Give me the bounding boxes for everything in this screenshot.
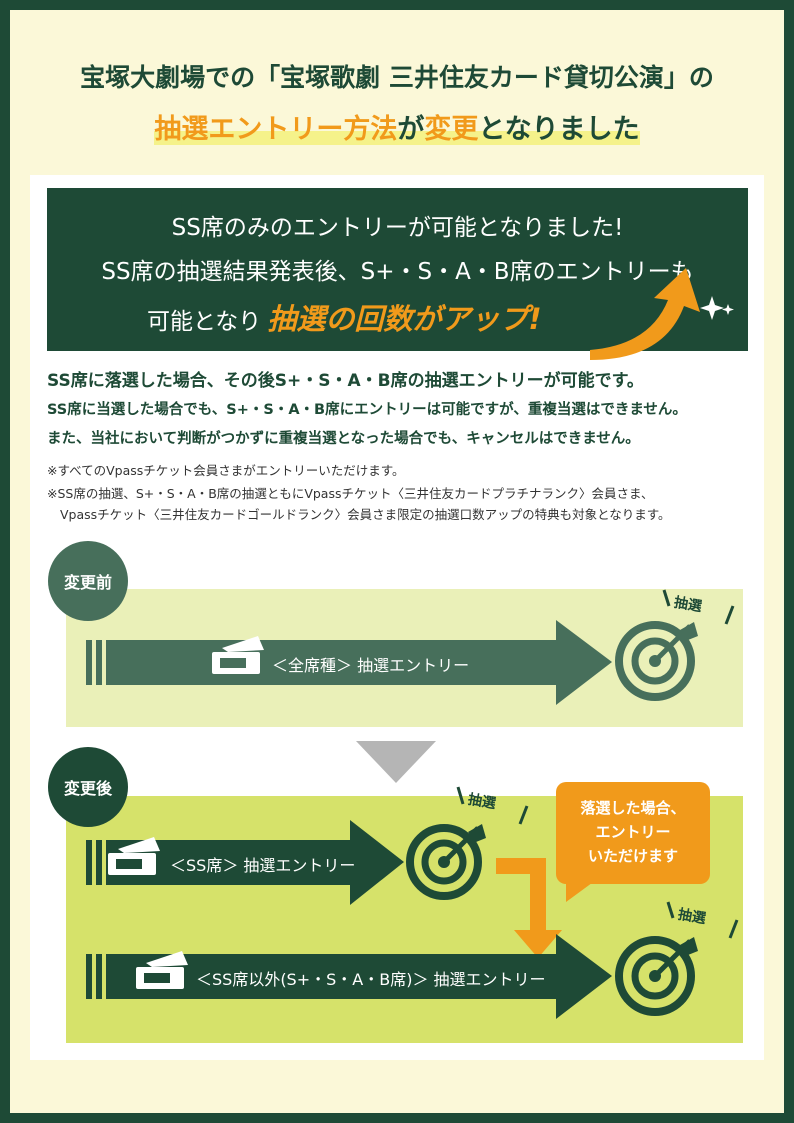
- headline-highlight-change: 変更: [424, 114, 479, 145]
- before-arrow-label: ＜全席種＞ 抽選エントリー: [272, 656, 470, 675]
- down-triangle: [356, 741, 436, 783]
- lottery-tag-after-2: [666, 901, 739, 939]
- speech-bubble: 落選した場合、 エントリー いただけます: [556, 782, 710, 884]
- headline-line2: 抽選エントリー方法が変更となりました: [0, 107, 794, 146]
- lottery-tag-after-1: [456, 786, 529, 825]
- up-arrow-icon: [590, 268, 700, 360]
- speech-line3: いただけます: [587, 847, 678, 865]
- banner-line1: SS席のみのエントリーが可能となりました!: [171, 215, 624, 241]
- note-small-1: ※すべてのVpassチケット会員さまがエントリーいただけます。: [47, 463, 405, 478]
- lottery-tag-before: [662, 589, 735, 625]
- banner-line2: SS席の抽選結果発表後、S+・S・A・B席のエントリーも: [101, 259, 694, 285]
- after-label: 変更後: [48, 747, 128, 827]
- before-label: 変更前: [48, 541, 128, 621]
- ticket-icon: [136, 951, 188, 989]
- ticket-icon: [108, 837, 160, 875]
- target-icon: [615, 936, 698, 1016]
- banner-accent: 抽選の回数がアップ!: [267, 302, 542, 336]
- note-win-ss: SS席に当選した場合でも、S+・S・A・B席にエントリーは可能ですが、重複当選は…: [47, 402, 687, 418]
- target-icon: [406, 824, 486, 900]
- note-no-cancel: また、当社において判断がつかずに重複当選となった場合でも、キャンセルはできません…: [47, 431, 640, 447]
- note-small-3: Vpassチケット〈三井住友カードゴールドランク〉会員さま限定の抽選口数アップの…: [60, 507, 671, 522]
- announcement-banner: SS席のみのエントリーが可能となりました! SS席の抽選結果発表後、S+・S・A…: [47, 188, 748, 351]
- connector-arrow: [496, 858, 562, 958]
- sparkle-icon: [700, 296, 734, 320]
- target-icon: [615, 621, 698, 701]
- headline-line1: 宝塚大劇場での「宝塚歌劇 三井住友カード貸切公演」の: [80, 63, 714, 92]
- headline-mid: が: [397, 114, 425, 145]
- note-small-2: ※SS席の抽選、S+・S・A・B席の抽選ともにVpassチケット〈三井住友カード…: [47, 486, 654, 501]
- after-arrow-others: [86, 934, 612, 1019]
- note-lose-ss: SS席に落選した場合、その後S+・S・A・B席の抽選エントリーが可能です。: [47, 371, 644, 391]
- headline-end: となりました: [478, 114, 640, 145]
- after-arrow-ss-label: ＜SS席＞ 抽選エントリー: [170, 856, 356, 875]
- speech-line1: 落選した場合、: [580, 799, 686, 817]
- before-arrow: [86, 620, 612, 705]
- headline-highlight: 抽選エントリー方法: [154, 114, 398, 145]
- after-arrow-others-label: ＜SS席以外(S+・S・A・B席)＞ 抽選エントリー: [196, 970, 546, 989]
- banner-line3: 可能となり抽選の回数がアップ!: [147, 296, 542, 338]
- banner-line3-text: 可能となり: [147, 309, 262, 335]
- speech-line2: エントリー: [595, 823, 671, 841]
- speech-tail: [566, 880, 596, 902]
- ticket-icon: [212, 636, 264, 674]
- after-arrow-ss: [86, 820, 404, 905]
